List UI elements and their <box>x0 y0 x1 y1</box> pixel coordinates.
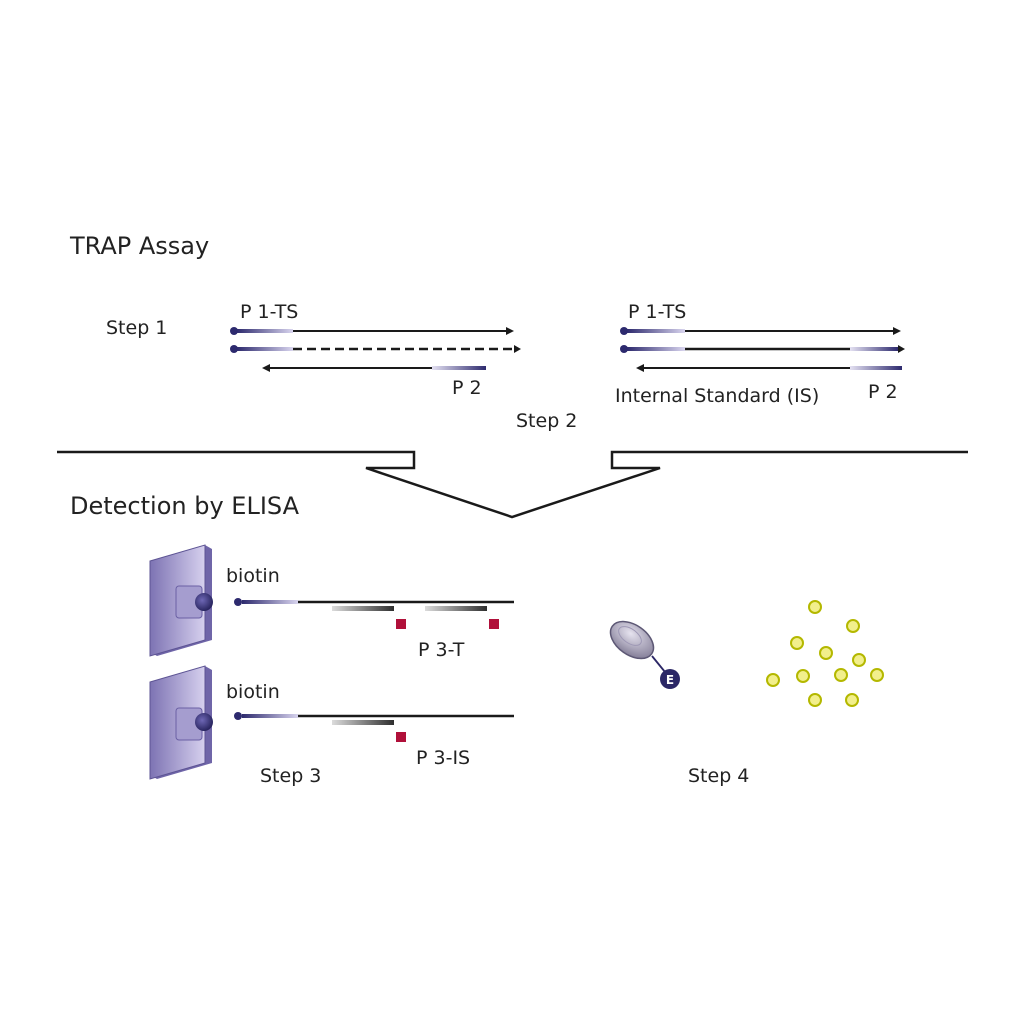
substrate-product-dot-icon <box>808 693 822 707</box>
primer-segment <box>237 347 293 351</box>
step1-label: Step 1 <box>106 317 167 339</box>
probe-segment <box>425 606 487 611</box>
step2-label: Step 2 <box>516 410 577 432</box>
primer-p2-label-is: P 2 <box>868 381 898 403</box>
detection-heading: Detection by ELISA <box>70 492 300 520</box>
enzyme-icon <box>660 669 680 689</box>
streptavidin-icon <box>195 713 213 731</box>
streptavidin-icon <box>195 593 213 611</box>
probe-target-label: P 3-T <box>418 639 465 661</box>
probe-label-mark <box>396 732 406 742</box>
substrate-product-dot-icon <box>870 668 884 682</box>
p2-primer-segment <box>432 366 486 370</box>
step4-label: Step 4 <box>688 765 749 787</box>
internal-standard-label: Internal Standard (IS) <box>615 385 819 407</box>
captured-is-strand <box>234 712 514 742</box>
primer-segment <box>627 329 685 333</box>
substrate-product-dot-icon <box>790 636 804 650</box>
primer-segment <box>237 329 293 333</box>
substrate-product-dot-icon <box>796 669 810 683</box>
biotin-dot <box>620 327 628 335</box>
probe-label-mark <box>396 619 406 629</box>
probe-segment <box>332 606 394 611</box>
captured-product-strand <box>234 598 514 629</box>
trap-product-strands: P 1-TS P 2 <box>230 301 521 399</box>
strand-arrowhead <box>898 345 905 353</box>
primer-p1ts-label-is: P 1-TS <box>628 301 686 323</box>
substrate-product-dot-icon <box>808 600 822 614</box>
microplate-well-icon <box>149 665 213 780</box>
microplate-well-icon <box>149 544 213 657</box>
substrate-product-dot-icon <box>852 653 866 667</box>
step3-label: Step 3 <box>260 765 321 787</box>
antibody-icon <box>609 620 655 660</box>
probe-segment <box>332 720 394 725</box>
trap-assay-heading: TRAP Assay <box>69 232 209 260</box>
antibody-enzyme-conjugate-icon: E <box>609 620 680 689</box>
biotin-label-2: biotin <box>226 681 280 703</box>
biotin-label: biotin <box>226 565 280 587</box>
strand-arrowhead <box>506 327 514 335</box>
strand-arrowhead <box>893 327 901 335</box>
section-divider-arrow <box>57 450 968 519</box>
primer-segment <box>627 347 685 351</box>
primer-p2-label: P 2 <box>452 377 482 399</box>
biotin-dot <box>234 598 242 606</box>
is-primer-segment <box>850 347 898 351</box>
biotin-dot <box>230 327 238 335</box>
p2-primer-segment <box>850 366 902 370</box>
primer-segment <box>242 600 298 604</box>
primer-p1ts-label: P 1-TS <box>240 301 298 323</box>
substrate-product-dot-icon <box>846 619 860 633</box>
primer-segment <box>242 714 298 718</box>
biotin-dot <box>234 712 242 720</box>
strand-arrowhead <box>636 364 644 372</box>
substrate-products <box>766 600 884 707</box>
probe-label-mark <box>489 619 499 629</box>
strand-arrowhead <box>514 345 521 353</box>
biotin-dot <box>620 345 628 353</box>
substrate-product-dot-icon <box>845 693 859 707</box>
biotin-dot <box>230 345 238 353</box>
substrate-product-dot-icon <box>834 668 848 682</box>
substrate-product-dot-icon <box>766 673 780 687</box>
substrate-product-dot-icon <box>819 646 833 660</box>
probe-is-label: P 3-IS <box>416 747 470 769</box>
internal-standard-strands: P 1-TS Internal Standard (IS) P 2 <box>615 301 905 407</box>
strand-arrowhead <box>262 364 270 372</box>
enzyme-letter: E <box>666 673 674 687</box>
